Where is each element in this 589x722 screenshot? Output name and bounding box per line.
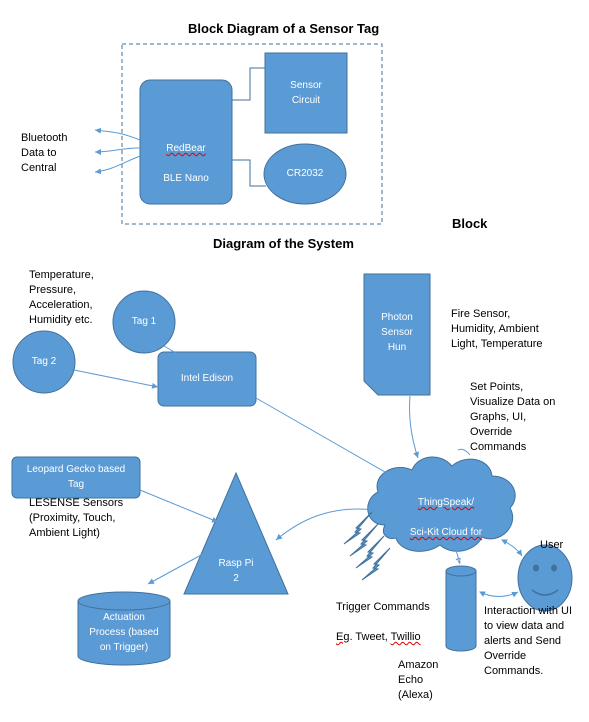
actuation-label: Actuation Process (based on Trigger) — [89, 612, 159, 653]
rasp-pi-triangle — [183, 471, 289, 595]
leopard-box — [11, 456, 141, 499]
rasp-pi-label: Rasp Pi 2 — [218, 558, 254, 584]
arrow-rasp-actuation — [147, 547, 215, 585]
cloud-label-line2: Sci-Kit Cloud for — [409, 527, 483, 538]
arrow-cloud-echo — [455, 549, 462, 565]
echo-cylinder-top — [445, 565, 477, 577]
arrow-edison-cloud — [255, 397, 393, 477]
block-title: Block — [452, 216, 488, 231]
arrow-tag2-edison — [73, 369, 159, 389]
sensors-label: Temperature, Pressure, Acceleration, Hum… — [29, 269, 94, 326]
photon-label: Photon Sensor Hun — [381, 312, 413, 353]
leopard-label: Leopard Gecko based Tag — [26, 464, 126, 490]
cr2032-label: CR2032 — [286, 168, 324, 179]
user-smiley-icon — [517, 544, 573, 612]
cloud-label-line1: ThingSpeak/ — [417, 497, 475, 508]
interaction-label: Interaction with UI to view data and ale… — [484, 605, 573, 677]
tag1-label: Tag 1 — [131, 316, 157, 327]
arrow-echo-user — [479, 591, 519, 598]
arrow-cloud-user — [501, 539, 523, 557]
cloud-label: ThingSpeak/ Sci-Kit Cloud for Data Handl… — [384, 480, 508, 570]
echo-cylinder — [445, 571, 477, 652]
redbear-box — [139, 79, 233, 205]
tag1-circle — [112, 290, 176, 354]
user-label: User — [540, 539, 564, 551]
tag-diagram-title: Block Diagram of a Sensor Tag — [188, 21, 380, 36]
actuation-cylinder-top — [77, 591, 171, 611]
actuation-cylinder — [77, 601, 171, 666]
amazon-echo-label: Amazon Echo (Alexa) — [398, 659, 439, 701]
sensor-circuit-box — [264, 52, 348, 134]
fire-sensor-label: Fire Sensor, Humidity, Ambient Light, Te… — [451, 308, 543, 350]
arrow-ui-cloud — [457, 448, 471, 456]
connector-redbear-cr2032 — [232, 159, 266, 187]
trigger-label: Trigger Commands Eg. Tweet, Twillio — [336, 585, 430, 645]
arrow-leopard-rasp — [139, 489, 219, 523]
bt-arrow-2 — [94, 147, 141, 155]
photon-shape — [363, 273, 431, 396]
bt-arrow-1 — [94, 127, 141, 141]
connector-redbear-sensor — [232, 67, 265, 101]
arrow-tag1-edison — [163, 345, 189, 361]
redbear-label-line2: BLE Nano — [163, 173, 209, 184]
trigger-label-eg: Eg — [336, 631, 350, 643]
set-points-label: Set Points, Visualize Data on Graphs, UI… — [470, 381, 556, 453]
intel-edison-label: Intel Edison — [180, 373, 234, 384]
lesense-label: LESENSE Sensors (Proximity, Touch, Ambie… — [29, 497, 124, 539]
cloud-label-line3: Data Handling — [414, 557, 478, 568]
trigger-label-line1: Trigger Commands — [336, 601, 430, 613]
tag2-label: Tag 2 — [31, 356, 57, 367]
intel-edison-box — [157, 351, 257, 407]
tag2-circle — [12, 330, 76, 394]
cr2032-ellipse — [263, 143, 347, 205]
trigger-label-twillio: Twillio — [390, 631, 421, 643]
tag-boundary — [121, 43, 383, 225]
arrow-cloud-rasp — [275, 506, 375, 541]
bt-arrow-3 — [94, 155, 141, 175]
redbear-label: RedBear BLE Nano — [140, 126, 232, 186]
sensor-circuit-label: Sensor Circuit — [290, 80, 322, 106]
arrow-photon-cloud — [409, 395, 419, 459]
redbear-label-line1: RedBear — [166, 143, 206, 154]
trigger-label-mid: . Tweet, — [349, 631, 391, 643]
bluetooth-label: Bluetooth Data to Central — [21, 132, 68, 174]
system-title: Diagram of the System — [213, 236, 354, 251]
